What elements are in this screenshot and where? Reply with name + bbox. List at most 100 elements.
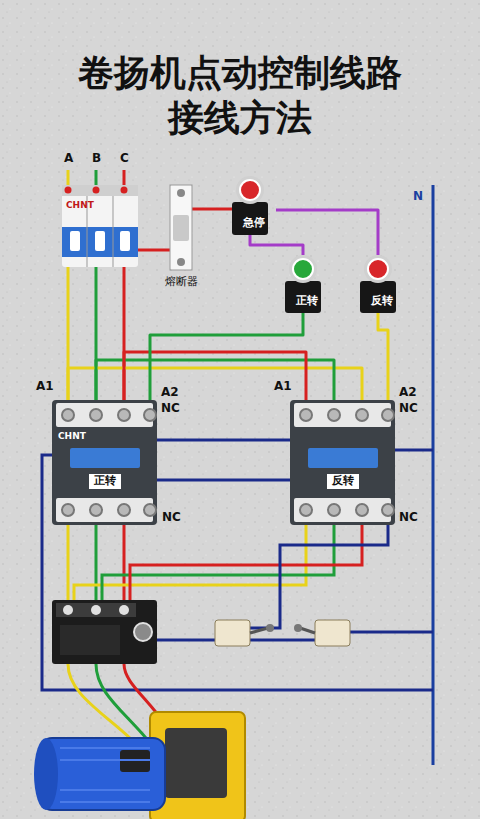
button-node: 正转 [285,255,329,313]
terminal-label: NC [399,511,418,525]
contactor-text: 反转 [327,474,359,489]
terminal-label: NC [161,402,180,416]
contactor-symbol [52,400,157,525]
terminal-label: NC [399,402,418,416]
button-cap [293,259,313,279]
winch-drum [165,728,227,798]
fuse-body [170,185,192,270]
breaker-terminal [93,187,100,194]
wire-connector [250,235,303,255]
power-wire [95,525,98,600]
breaker-toggle [120,231,130,251]
wire-connector [138,249,170,252]
motor-end-cap [34,738,58,810]
control-wire [350,631,433,634]
power-wire [123,525,126,600]
relay-terminal [119,605,129,615]
wire-connector [150,313,303,400]
button-node: 反转 [360,255,404,313]
fuse-terminal [177,189,185,197]
terminal-label: A2 [161,386,179,400]
contactor-terminal [356,504,368,516]
breaker-body [62,185,138,267]
pole-divider [113,196,114,267]
button-cap [368,259,388,279]
terminal-label: B [92,152,101,166]
terminal-label: A2 [399,386,417,400]
fuse-symbol [170,185,192,270]
fuse-terminal [177,258,185,266]
fuse-cartridge [173,215,189,241]
contactor-terminal [144,504,156,516]
control-wire [395,449,433,452]
terminal-label: A [64,152,73,166]
contactor-text: CHNT [58,431,86,441]
relay-terminal [63,605,73,615]
contactor-terminal [62,504,74,516]
button-cap [240,180,260,200]
terminal-label: A1 [36,380,54,394]
wire-connector [96,360,334,400]
button-ring [364,255,392,283]
relay-terminal-strip [56,603,136,617]
thermal-relay [52,600,157,664]
control-wire [250,525,388,628]
contactor-terminal [300,409,312,421]
terminal-label: A1 [274,380,292,394]
supply-wire [123,170,126,185]
breaker-symbol [62,185,138,267]
wire-connector [68,368,362,400]
limit-switch-roller [266,624,274,632]
fuse-outline [170,185,192,270]
relay-dial [134,623,152,641]
contactor-terminal-strip [294,498,391,522]
contactor-terminal [118,409,130,421]
breaker-toggle [70,231,80,251]
breaker-text: CHNT [66,200,94,210]
contactor-node: CHNT 正转 [52,400,157,525]
contactor-body [52,400,157,525]
power-wire [102,525,334,600]
contactor-terminal [144,409,156,421]
relay-terminal [91,605,101,615]
button-ring [289,255,317,283]
contactor-terminal-strip [56,498,153,522]
breaker-terminal [121,187,128,194]
contactor-terminal [118,504,130,516]
relay-body [60,625,120,655]
breaker-toggle [95,231,105,251]
breaker-node: CHNT [62,185,138,267]
contactor-node: 反转 [290,400,395,525]
button-text: 急停 [232,217,276,230]
breaker-handle-band [62,227,138,257]
wire-connector [276,210,378,255]
button-node: 急停 [232,176,276,235]
neutral-wire [432,185,435,765]
terminal-label: NC [162,511,181,525]
limit-switch-lever [300,628,315,633]
breaker-terminal [65,187,72,194]
contactor-terminal [356,409,368,421]
contactor-text: 正转 [89,474,121,489]
limit-switch-roller [294,624,302,632]
control-wire [250,639,315,642]
diagram-title: 卷扬机点动控制线路接线方法 [70,50,410,140]
button-text: 正转 [285,295,329,308]
contactor-window [308,448,378,468]
fuse-text: 熔断器 [165,276,198,289]
contactor-terminal [62,409,74,421]
terminal-label: N [413,190,423,204]
wire-connector [157,439,290,442]
contactor-terminal [90,409,102,421]
contactor-terminal-strip [294,403,391,427]
contactor-symbol [290,400,395,525]
supply-wire [67,170,70,185]
contactor-terminal [382,409,394,421]
supply-wire [95,170,98,185]
contactor-terminal [90,504,102,516]
wire-connector [157,479,290,482]
wire-connector [378,313,388,400]
contactor-terminal [300,504,312,516]
